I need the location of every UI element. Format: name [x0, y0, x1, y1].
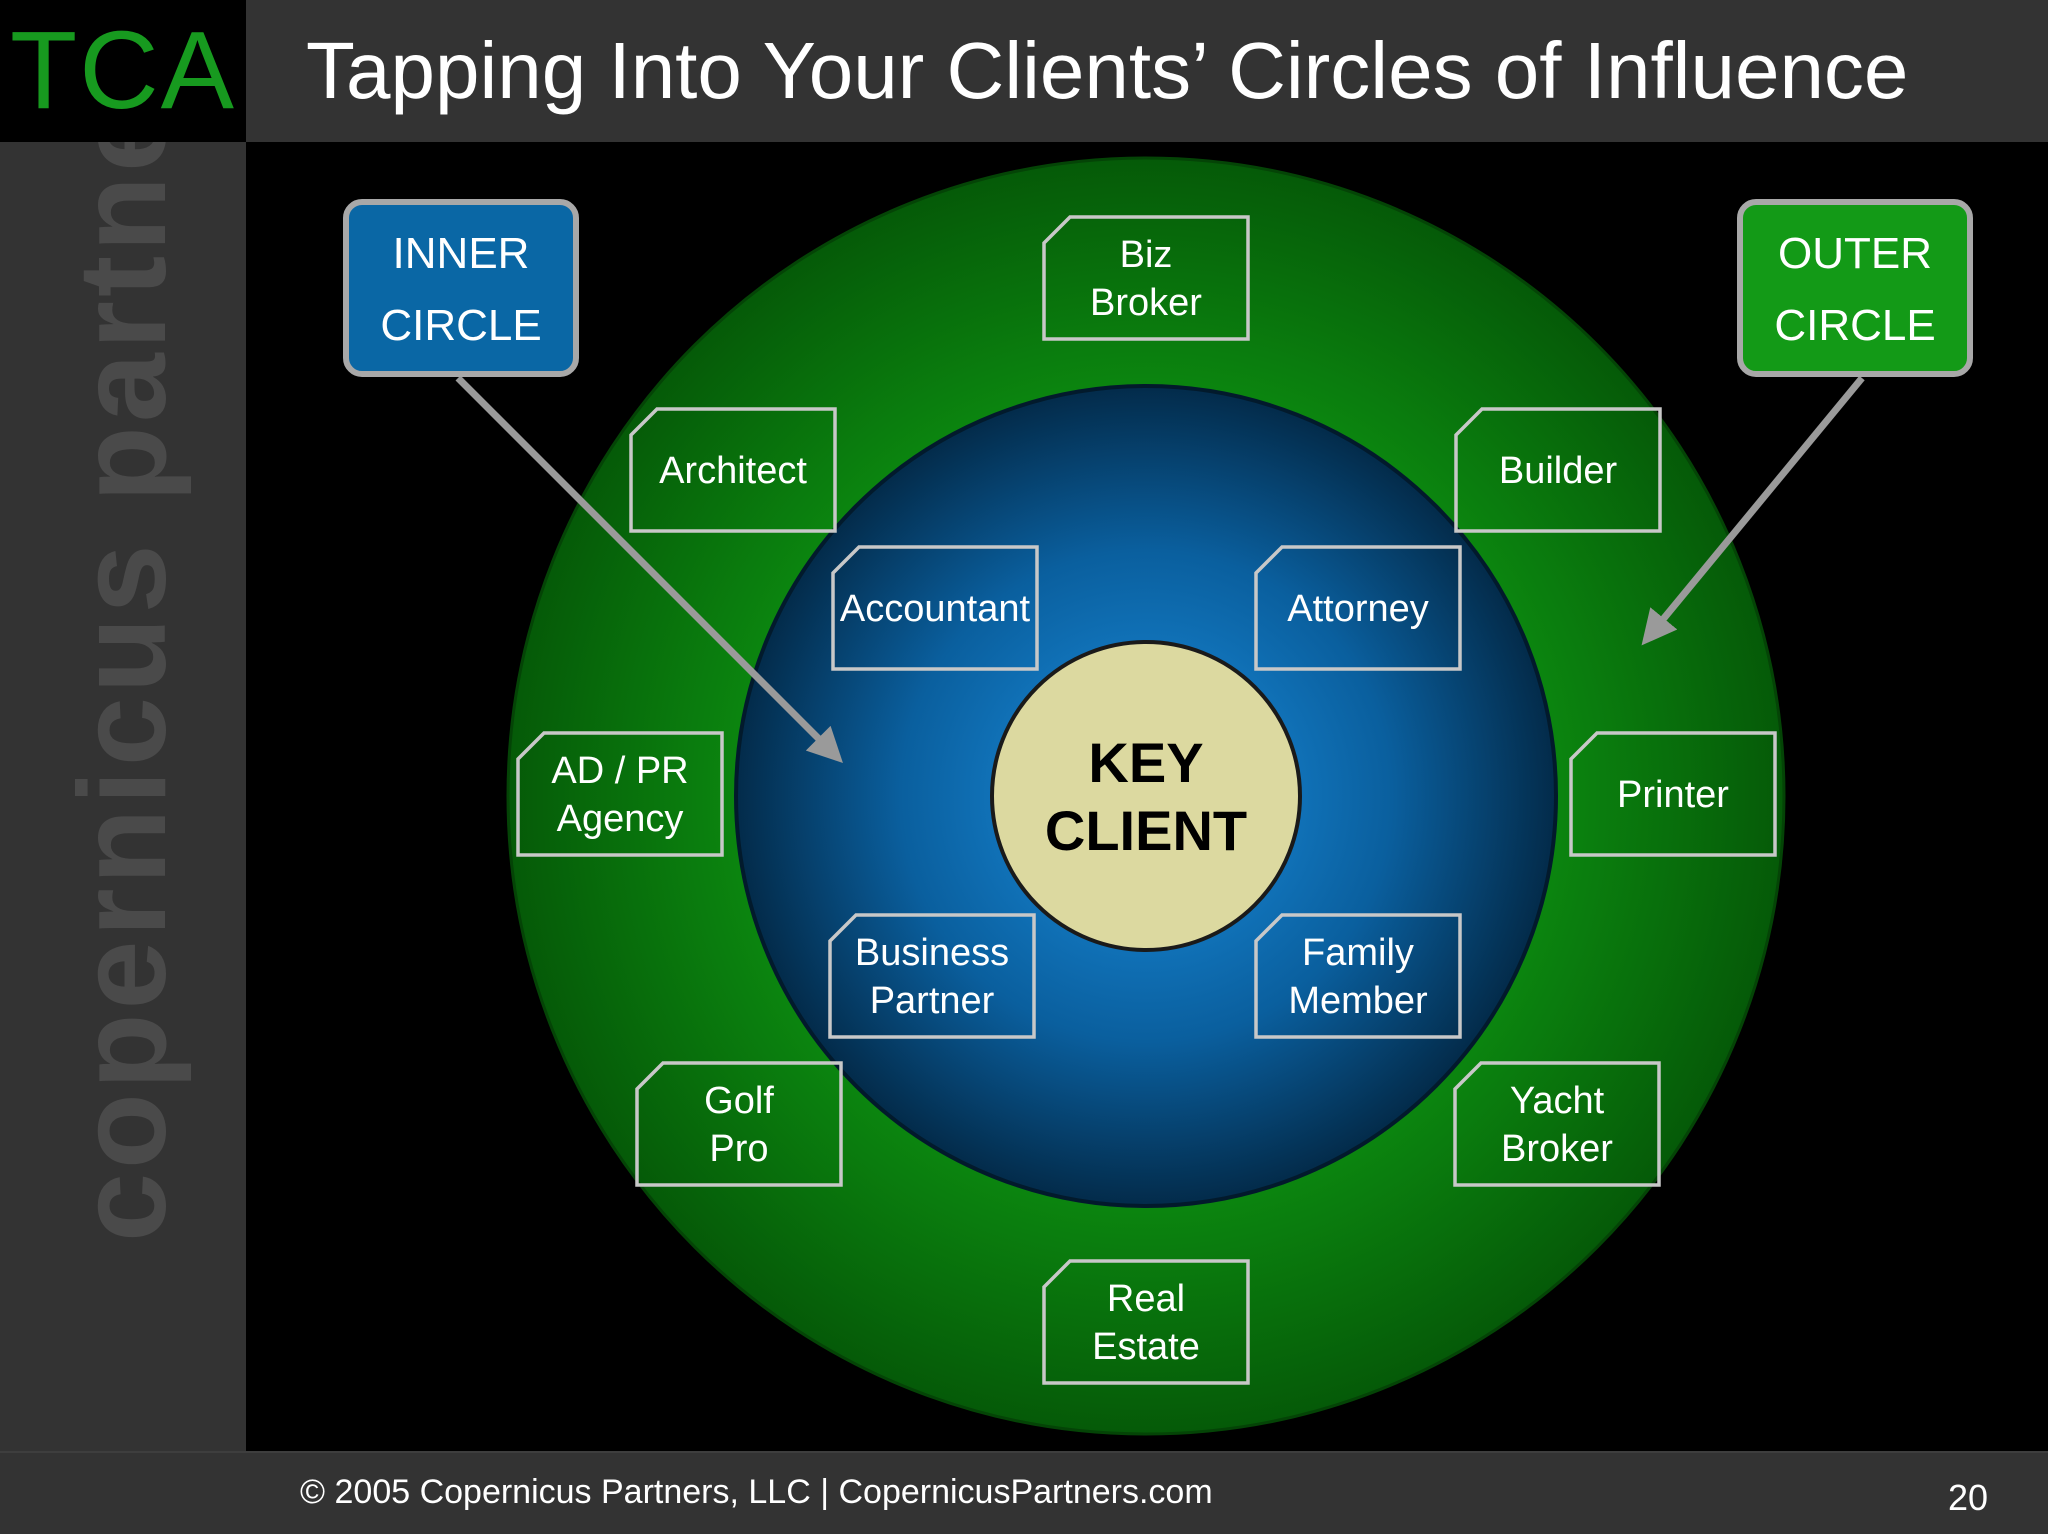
- inner-legend-line2: CIRCLE: [380, 301, 541, 350]
- key-client-line2: CLIENT: [1045, 799, 1247, 862]
- node-builder: Builder: [1454, 407, 1662, 533]
- node-label: Builder: [1499, 450, 1618, 492]
- node-box: [1042, 215, 1250, 341]
- node-label: Agency: [557, 798, 684, 840]
- node-printer: Printer: [1569, 731, 1777, 857]
- node-ad-pr-agency: AD / PR Agency: [516, 731, 724, 857]
- node-box: [629, 407, 837, 533]
- node-label: Family: [1302, 932, 1414, 974]
- node-box: [516, 731, 724, 857]
- node-label: Printer: [1617, 774, 1729, 816]
- node-accountant: Accountant: [831, 545, 1039, 671]
- node-label: Business: [855, 932, 1009, 974]
- node-box: [1042, 1259, 1250, 1385]
- node-label: AD / PR: [551, 750, 688, 792]
- outer-legend-box: [1737, 199, 1973, 377]
- key-client-circle: [990, 640, 1302, 952]
- node-label: Broker: [1090, 282, 1202, 324]
- page-number: 20: [1947, 1477, 1988, 1518]
- node-attorney: Attorney: [1254, 545, 1462, 671]
- sidebar: copernicus partners: [0, 142, 246, 1451]
- node-label: Pro: [709, 1128, 768, 1170]
- node-label: Estate: [1092, 1326, 1200, 1368]
- node-box: [1569, 731, 1777, 857]
- node-label: Architect: [659, 450, 807, 492]
- node-box: [828, 913, 1036, 1039]
- node-box: [1254, 913, 1462, 1039]
- node-box: [635, 1061, 843, 1187]
- title-bar: Tapping Into Your Clients’ Circles of In…: [246, 0, 2048, 142]
- outer-legend-line1: OUTER: [1778, 229, 1932, 278]
- node-box: [1454, 407, 1662, 533]
- node-label: Real: [1107, 1278, 1185, 1320]
- node-label: Golf: [704, 1080, 774, 1122]
- node-label: Attorney: [1287, 588, 1429, 630]
- inner-legend-box: [343, 199, 579, 377]
- inner-arrow: [455, 375, 843, 763]
- outer-arrow: [1641, 375, 1865, 646]
- node-label: Partner: [870, 980, 995, 1022]
- logo-text: TCA: [10, 9, 236, 132]
- footer: © 2005 Copernicus Partners, LLC | Copern…: [0, 1451, 2048, 1534]
- inner-legend-line1: INNER: [393, 229, 530, 278]
- inner-circle-legend: INNER CIRCLE: [343, 199, 579, 377]
- node-label: Yacht: [1510, 1080, 1605, 1122]
- outer-circle-legend: OUTER CIRCLE: [1737, 199, 1973, 377]
- slide-title: Tapping Into Your Clients’ Circles of In…: [306, 26, 1909, 115]
- key-client-line1: KEY: [1088, 731, 1203, 794]
- logo-box: TCA: [0, 0, 246, 142]
- node-box: [1453, 1061, 1661, 1187]
- outer-legend-line2: CIRCLE: [1774, 301, 1935, 350]
- node-label: Member: [1288, 980, 1428, 1022]
- node-architect: Architect: [629, 407, 837, 533]
- node-label: Accountant: [840, 588, 1031, 630]
- key-client: KEY CLIENT: [990, 640, 1302, 952]
- node-box: [831, 545, 1039, 671]
- node-label: Broker: [1501, 1128, 1613, 1170]
- footer-copyright: © 2005 Copernicus Partners, LLC | Copern…: [300, 1473, 1213, 1511]
- node-box: [1254, 545, 1462, 671]
- node-label: Biz: [1120, 234, 1173, 276]
